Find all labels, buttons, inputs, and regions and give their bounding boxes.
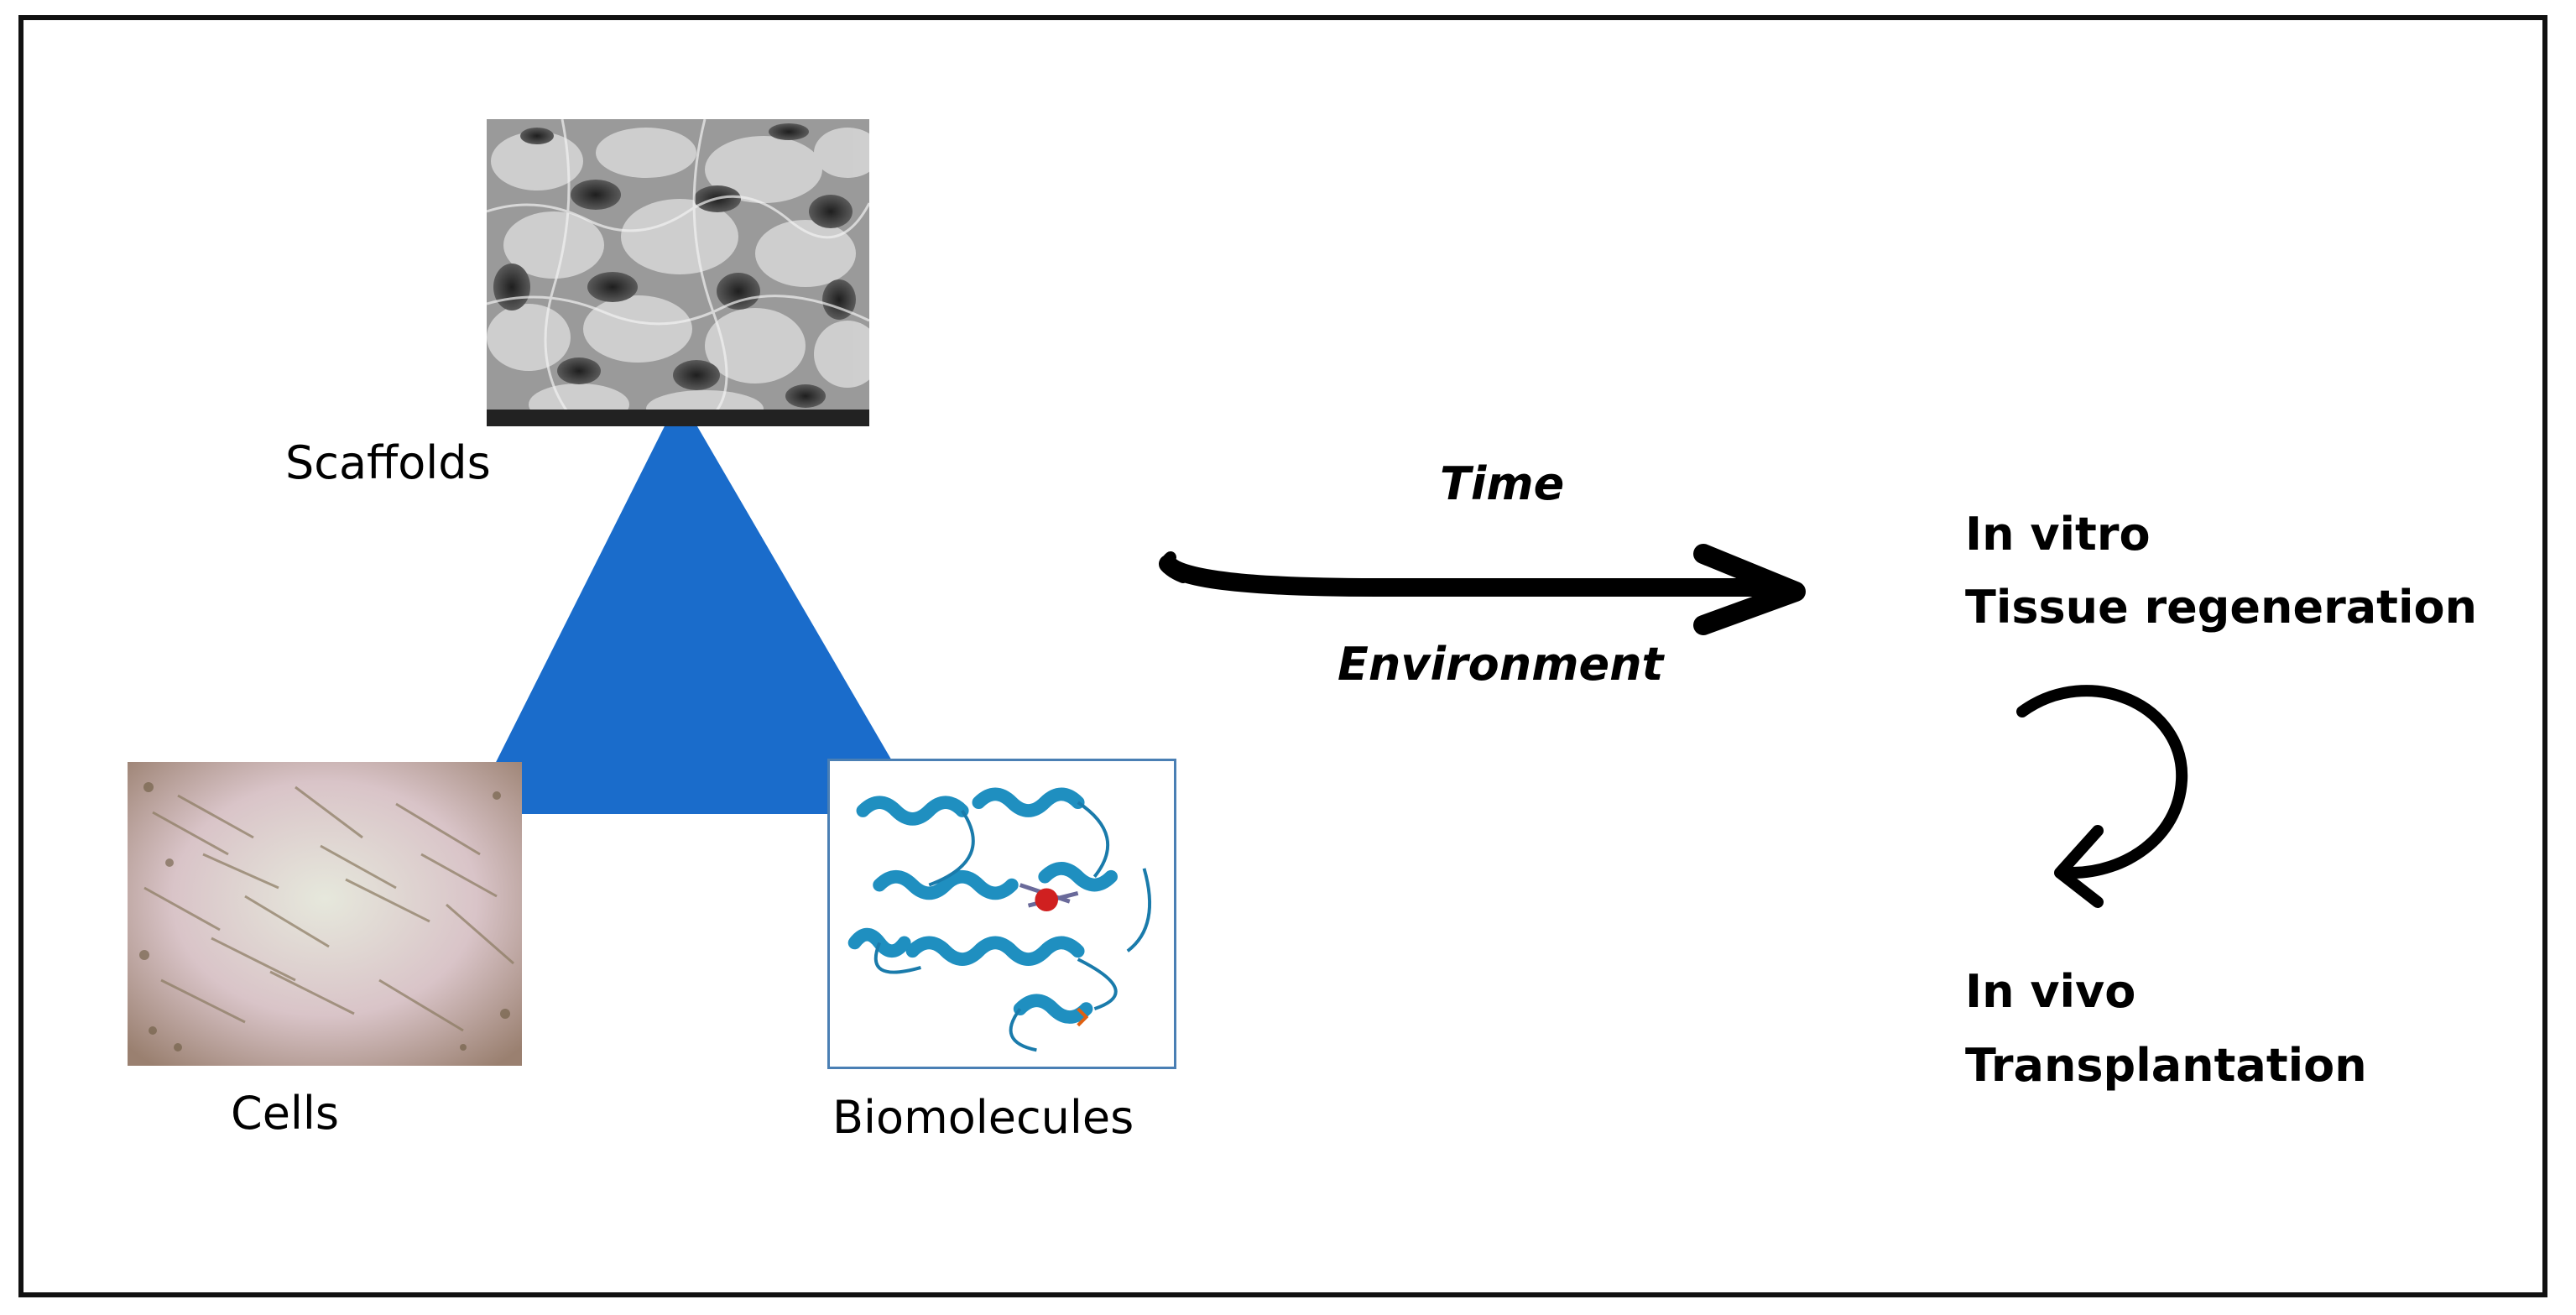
cell-culture-icon — [128, 762, 522, 1066]
cells-image — [128, 762, 522, 1066]
scaffold-image — [487, 119, 869, 426]
in-vitro-label: In vitro — [1965, 508, 2151, 561]
tissue-regeneration-label: Tissue regeneration — [1965, 581, 2478, 634]
time-arrow-icon — [1159, 544, 1806, 635]
triangle-shape — [470, 396, 923, 814]
scaffold-micrograph-icon — [487, 119, 869, 426]
biomolecule-image — [827, 759, 1176, 1069]
transplantation-label: Transplantation — [1965, 1039, 2367, 1092]
protein-ribbon-icon — [847, 787, 1152, 1052]
cells-label: Cells — [231, 1087, 340, 1140]
figure-frame — [18, 15, 2547, 1297]
biomolecules-label: Biomolecules — [832, 1091, 1134, 1144]
environment-label: Environment — [1338, 638, 1664, 691]
cycle-arrow-icon — [2016, 685, 2188, 908]
scaffolds-label: Scaffolds — [285, 436, 491, 489]
time-label: Time — [1440, 457, 1565, 510]
in-vivo-label: In vivo — [1965, 965, 2136, 1018]
